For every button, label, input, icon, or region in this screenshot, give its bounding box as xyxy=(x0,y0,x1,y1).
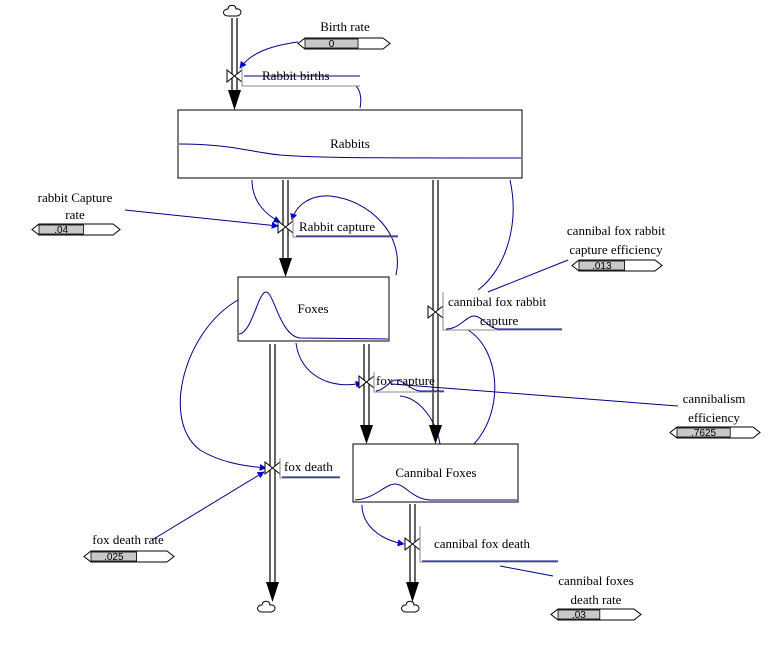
cannibalism-knob-fill xyxy=(676,427,731,438)
valve-fox-capture-icon xyxy=(358,374,375,390)
birth-rate-knob[interactable]: 0 xyxy=(297,37,391,50)
death-rate-knob-value: .025 xyxy=(104,552,124,563)
birth-rate-knob-value: 0 xyxy=(329,39,335,50)
connector-birthrate-to-births xyxy=(239,41,299,69)
cannibal-fox-death-label: cannibal fox death xyxy=(434,536,531,551)
valves[interactable] xyxy=(226,68,444,552)
connector-capturerate-to-capture xyxy=(124,209,279,229)
connector-foxes-to-foxcapture xyxy=(295,342,363,388)
valve-cannibal-capture-icon xyxy=(427,304,444,320)
foxes-label: Foxes xyxy=(297,301,328,316)
efficiency-knob-value: .013 xyxy=(592,261,612,272)
cannibal-death-rate-label-line1: cannibal foxes xyxy=(558,573,633,588)
capture-rate-knob[interactable]: .04 xyxy=(31,223,121,236)
valve-rabbit-births-icon xyxy=(226,68,243,84)
cannibalism-knob[interactable]: .7625 xyxy=(669,426,761,439)
stock-foxes[interactable]: Foxes xyxy=(237,276,390,342)
cannibalism-knob-value: .7625 xyxy=(691,428,716,439)
connector-rabbits-to-births xyxy=(355,85,362,109)
cannibal-death-rate-knob-fill xyxy=(557,609,601,620)
source-cloud-icon xyxy=(223,4,242,17)
valve-cannibal-death-icon xyxy=(404,536,421,552)
efficiency-label-line1: cannibal fox rabbit xyxy=(567,223,666,238)
flow-label-brackets xyxy=(241,66,562,563)
cannibal-capture-label-line1: cannibal fox rabbit xyxy=(448,294,547,309)
connector-cannibaldeathrate-to-cannibaldeath xyxy=(499,565,554,577)
stock-cannibal-foxes[interactable]: Cannibal Foxes xyxy=(352,443,519,503)
valve-rabbit-capture-icon xyxy=(277,219,294,235)
connector-foxes-to-foxdeath xyxy=(179,299,267,471)
parameter-labels: Birth rate rabbit Capture rate cannibal … xyxy=(38,19,746,607)
rabbit-capture-label: Rabbit capture xyxy=(299,219,375,234)
birth-rate-label: Birth rate xyxy=(320,19,370,34)
capture-rate-knob-fill xyxy=(38,224,84,235)
death-rate-label: fox death rate xyxy=(92,532,164,547)
birth-rate-knob-fill xyxy=(304,38,359,49)
fox-sink-cloud-icon xyxy=(257,600,276,613)
stock-rabbits[interactable]: Rabbits xyxy=(177,109,523,179)
connector-cannibalism-to-foxcapture xyxy=(391,383,679,407)
flow-pipes xyxy=(231,18,439,582)
capture-rate-label-line2: rate xyxy=(65,207,85,222)
death-rate-knob[interactable]: .025 xyxy=(83,550,175,563)
rabbits-label: Rabbits xyxy=(330,136,370,151)
knob-sliders[interactable]: 0 .04 .013 .7625 .025 .03 xyxy=(31,37,761,621)
death-rate-knob-fill xyxy=(90,551,137,562)
fox-capture-label: fox capture xyxy=(376,373,435,388)
flow-sparklines xyxy=(244,75,562,562)
efficiency-knob[interactable]: .013 xyxy=(571,259,663,272)
cannibal-death-rate-knob[interactable]: .03 xyxy=(550,608,642,621)
cannibalism-label-line2: efficiency xyxy=(688,410,740,425)
capture-rate-label-line1: rabbit Capture xyxy=(38,190,113,205)
valve-fox-death-icon xyxy=(264,460,281,476)
cannibal-foxes-label: Cannibal Foxes xyxy=(395,465,476,480)
connector-rabbits-to-cannibalcapture xyxy=(477,179,514,291)
connector-foxes-to-capture xyxy=(290,195,398,276)
cannibalism-label-line1: cannibalism xyxy=(683,391,746,406)
clouds xyxy=(223,4,420,613)
connector-efficiency-to-cannibalcapture xyxy=(487,259,569,293)
efficiency-knob-fill xyxy=(578,260,625,271)
cannibal-death-rate-label-line2: death rate xyxy=(571,592,622,607)
cannibal-sink-cloud-icon xyxy=(401,600,420,613)
cannibal-capture-label-line2: capture xyxy=(480,313,518,328)
cannibal-death-rate-knob-value: .03 xyxy=(572,610,586,621)
connector-cannibalfoxes-to-foxcapture xyxy=(399,395,441,445)
connector-cannibalfoxes-to-cannibalcapture xyxy=(467,329,496,445)
connector-cannibalfoxes-to-cannibaldeath xyxy=(361,504,405,547)
fox-death-label: fox death xyxy=(284,459,333,474)
rabbit-births-label: Rabbit births xyxy=(262,68,330,83)
flow-labels: Rabbit births Rabbit capture cannibal fo… xyxy=(262,68,547,551)
efficiency-label-line2: capture efficiency xyxy=(569,242,663,257)
connector-deathrate-to-foxdeath xyxy=(151,471,265,541)
connector-rabbits-to-capture xyxy=(251,179,281,223)
capture-rate-knob-value: .04 xyxy=(54,225,68,236)
cannibal-foxes-sparkline xyxy=(354,483,517,501)
rabbits-sparkline xyxy=(178,143,522,159)
pipe-arrowheads xyxy=(228,90,442,602)
foxes-sparkline xyxy=(238,291,389,340)
connectors xyxy=(124,41,679,577)
